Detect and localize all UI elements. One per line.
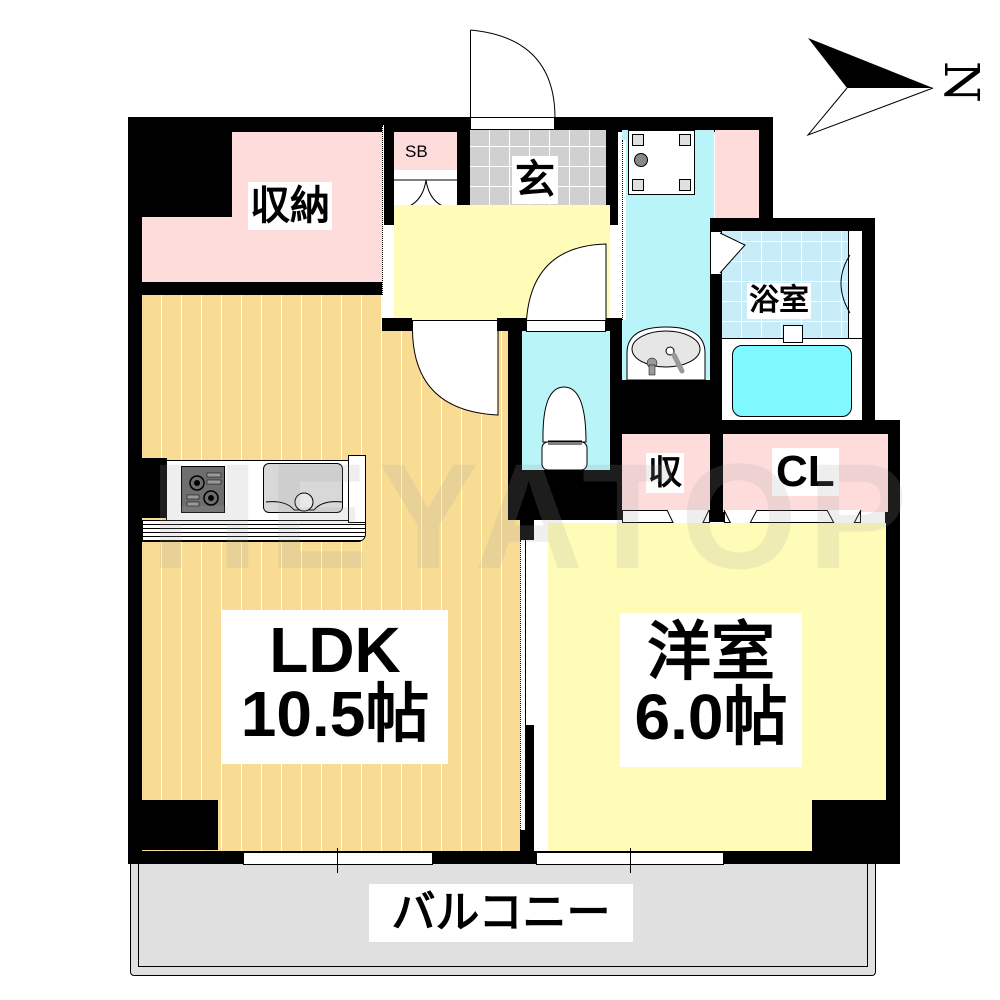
wall-hall-bottom-left	[382, 318, 412, 331]
pan-corner	[679, 179, 691, 191]
closet-label: CL	[772, 448, 839, 496]
entrance-label: 玄	[512, 156, 558, 204]
ldk-window[interactable]	[243, 852, 433, 865]
wall-entrance-right	[606, 125, 618, 225]
drain-icon	[634, 153, 648, 167]
north-arrow-icon	[806, 38, 934, 137]
toilet-icon	[541, 386, 588, 471]
wall-right	[885, 420, 900, 864]
wall-sb-left	[384, 125, 394, 225]
western-room-entry	[534, 523, 548, 851]
wall-bath-right	[860, 218, 875, 428]
wall-closet-divider	[710, 425, 724, 522]
wall-washroom-bottom	[610, 380, 722, 425]
wall-left	[128, 117, 142, 863]
entrance-door[interactable]	[470, 117, 555, 130]
bath-mirror	[848, 231, 862, 341]
shower-icon	[840, 254, 851, 314]
western-window-divider	[630, 848, 631, 873]
pan-corner	[632, 134, 644, 146]
sink-icon	[263, 463, 343, 513]
bath-faucet	[783, 325, 803, 343]
balcony-inner-line	[138, 862, 868, 967]
western-room-name: 洋室	[647, 616, 775, 690]
toilet-door[interactable]	[526, 320, 606, 332]
column-top-left	[128, 117, 232, 217]
ldk-floor-right	[382, 331, 520, 851]
wall-bath-top	[710, 218, 875, 232]
closet-cl-door[interactable]	[724, 510, 861, 523]
washing-machine-pan	[628, 130, 695, 195]
drain-icon	[265, 492, 343, 512]
pan-corner	[679, 134, 691, 146]
ldk-door-swing-icon	[412, 330, 499, 416]
closet-small-label: 収	[646, 453, 684, 493]
column-bottom-right-mask	[812, 800, 900, 864]
balcony-label: バルコニー	[369, 884, 633, 942]
counter-side	[348, 455, 366, 523]
entrance-door-swing-icon	[470, 29, 556, 119]
ldk-label: LDK 10.5帖	[222, 610, 448, 764]
sliding-door[interactable]	[520, 540, 526, 830]
western-room-label: 洋室 6.0帖	[620, 613, 802, 767]
kitchen-back-wall	[142, 458, 167, 518]
burner-icon	[186, 472, 222, 507]
ldk-window-divider	[337, 848, 338, 873]
ldk-size: 10.5帖	[240, 678, 430, 750]
ldk-name: LDK	[269, 614, 401, 686]
shoe-box-label: SB	[405, 142, 428, 161]
bathroom-door-swing-icon	[719, 232, 746, 274]
stove-icon	[181, 466, 225, 513]
pan-corner	[632, 179, 644, 191]
toilet-door-swing-icon	[526, 243, 607, 321]
wash-basin-icon	[626, 326, 706, 381]
shoe-box-doors[interactable]	[394, 170, 458, 205]
storage-label: 収納	[248, 182, 332, 230]
bathtub-icon	[732, 345, 852, 417]
washroom-storage	[715, 130, 759, 218]
washroom-entry-strip[interactable]	[622, 140, 626, 320]
bathroom-label: 浴室	[747, 283, 811, 319]
compass-label: N	[933, 61, 989, 103]
wall-western-left	[520, 520, 534, 540]
kitchen-counter-front	[142, 520, 366, 542]
ldk-floor	[142, 295, 382, 851]
column-bottom-left-mask	[128, 800, 218, 850]
wall-storage-bottom	[142, 282, 387, 295]
wall-toilet-bottom	[508, 470, 623, 520]
western-room-size: 6.0帖	[634, 681, 788, 753]
wall-right-upper	[758, 117, 773, 223]
shoe-box	[394, 132, 458, 170]
